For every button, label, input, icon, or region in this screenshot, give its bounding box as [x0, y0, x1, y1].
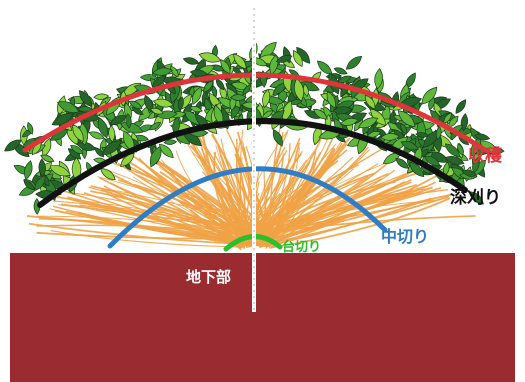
leaf [183, 56, 200, 66]
leaf [453, 98, 468, 115]
base-cut-label: 台切り [282, 241, 321, 254]
harvest-label: 収穫 [468, 148, 502, 165]
underground-label: 地下部 [186, 270, 231, 285]
deep-cut-label: 深刈り [450, 190, 501, 207]
leaf [344, 53, 364, 72]
middle-cut-label: 中切り [381, 229, 429, 245]
soil-block [10, 253, 515, 382]
